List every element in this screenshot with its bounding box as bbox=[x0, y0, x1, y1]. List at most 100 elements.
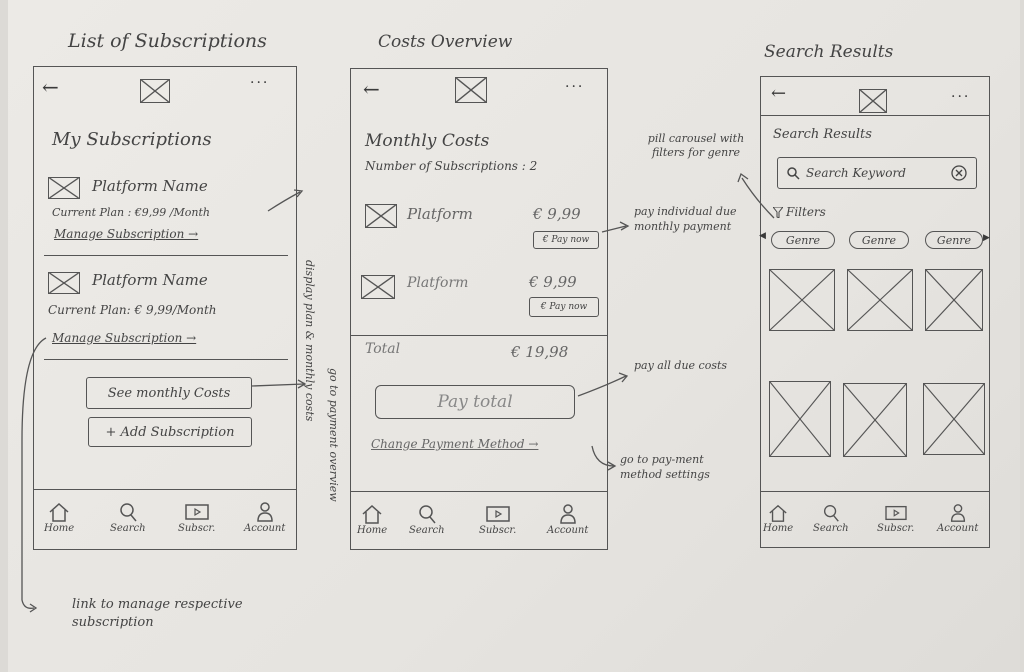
nav-subscriptions[interactable]: Subscr. bbox=[178, 501, 215, 534]
home-icon bbox=[49, 502, 69, 522]
see-monthly-costs-button[interactable]: See monthly Costs bbox=[86, 377, 252, 409]
search-icon bbox=[787, 167, 800, 180]
nav-label: Search bbox=[813, 523, 849, 534]
logo-placeholder-icon bbox=[140, 79, 170, 103]
nav-home[interactable]: Home bbox=[44, 501, 74, 534]
platform-name: Platform bbox=[407, 275, 469, 291]
platform-name: Platform Name bbox=[92, 271, 208, 289]
nav-label: Account bbox=[547, 525, 589, 536]
more-menu-icon[interactable]: ··· bbox=[951, 89, 971, 105]
result-thumbnail[interactable] bbox=[769, 381, 831, 457]
filters-text: Filters bbox=[786, 205, 826, 219]
search-icon bbox=[120, 503, 137, 522]
subscription-count: Number of Subscriptions : 2 bbox=[365, 159, 538, 173]
play-icon bbox=[184, 504, 209, 520]
pay-now-button[interactable]: € Pay now bbox=[533, 231, 599, 249]
nav-search[interactable]: Search bbox=[110, 501, 146, 534]
divider bbox=[351, 335, 607, 336]
more-menu-icon[interactable]: ··· bbox=[565, 79, 585, 95]
filters-label[interactable]: Filters bbox=[773, 205, 826, 219]
annotation-link-manage: link to manage respective subscription bbox=[72, 597, 243, 630]
nav-home[interactable]: Home bbox=[357, 503, 387, 536]
result-thumbnail[interactable] bbox=[769, 269, 835, 331]
result-thumbnail[interactable] bbox=[847, 269, 913, 331]
play-icon bbox=[884, 505, 907, 521]
divider bbox=[44, 255, 288, 256]
phone-frame-search: ← ··· Search Results Search Keyword Filt… bbox=[759, 76, 990, 548]
platform-image-icon bbox=[361, 275, 395, 299]
manage-subscription-link[interactable]: Manage Subscription → bbox=[52, 331, 197, 345]
search-icon bbox=[419, 505, 436, 524]
pay-total-button[interactable]: Pay total bbox=[375, 385, 575, 419]
nav-subscriptions[interactable]: Subscr. bbox=[877, 503, 914, 534]
nav-account[interactable]: Account bbox=[244, 501, 285, 534]
search-icon bbox=[823, 505, 839, 522]
platform-name: Platform Name bbox=[92, 177, 208, 195]
carousel-right-icon[interactable]: ▶ bbox=[983, 233, 990, 243]
platform-image-icon bbox=[48, 272, 80, 294]
clear-icon[interactable] bbox=[950, 164, 968, 182]
page-title: Search Results bbox=[773, 127, 872, 142]
search-input[interactable]: Search Keyword bbox=[777, 157, 977, 189]
genre-pill[interactable]: Genre bbox=[771, 231, 835, 249]
home-icon bbox=[769, 504, 787, 522]
screen-heading-list: List of Subscriptions bbox=[68, 30, 267, 52]
total-value: € 19,98 bbox=[511, 343, 569, 361]
result-thumbnail[interactable] bbox=[923, 383, 985, 455]
manage-subscription-link[interactable]: Manage Subscription → bbox=[54, 227, 199, 241]
carousel-left-icon[interactable]: ◀ bbox=[759, 231, 766, 241]
nav-label: Account bbox=[244, 523, 286, 534]
annotation-pay-all: pay all due costs bbox=[634, 359, 728, 372]
phone-frame-list: ← ··· My Subscriptions Platform Name Cur… bbox=[33, 66, 297, 550]
pay-now-button[interactable]: € Pay now bbox=[529, 297, 599, 317]
page-title: Monthly Costs bbox=[365, 131, 490, 151]
bottom-nav-divider bbox=[34, 489, 296, 490]
nav-search[interactable]: Search bbox=[409, 503, 445, 536]
add-subscription-button[interactable]: + Add Subscription bbox=[88, 417, 252, 447]
back-arrow-icon[interactable]: ← bbox=[42, 75, 59, 99]
nav-search[interactable]: Search bbox=[813, 503, 849, 534]
logo-placeholder-icon bbox=[455, 77, 487, 103]
nav-label: Search bbox=[110, 523, 146, 534]
bottom-nav-divider bbox=[761, 491, 989, 492]
platform-name: Platform bbox=[407, 205, 473, 223]
nav-label: Account bbox=[937, 523, 979, 534]
back-arrow-icon[interactable]: ← bbox=[363, 77, 380, 101]
annotation-pay-individual: pay individual due monthly payment bbox=[634, 205, 737, 233]
back-arrow-icon[interactable]: ← bbox=[771, 83, 787, 104]
annotation-pill-carousel: pill carousel with filters for genre bbox=[647, 132, 745, 159]
header-divider bbox=[761, 115, 989, 116]
total-label: Total bbox=[365, 341, 401, 357]
genre-pill[interactable]: Genre bbox=[925, 231, 983, 249]
nav-label: Subscr. bbox=[178, 523, 216, 534]
change-payment-method-link[interactable]: Change Payment Method → bbox=[371, 437, 539, 451]
filter-icon bbox=[773, 206, 783, 218]
home-icon bbox=[362, 504, 382, 524]
account-icon bbox=[559, 504, 576, 524]
phone-frame-costs: ← ··· Monthly Costs Number of Subscripti… bbox=[350, 68, 608, 550]
screen-heading-search: Search Results bbox=[764, 42, 894, 62]
nav-subscriptions[interactable]: Subscr. bbox=[479, 503, 516, 536]
platform-image-icon bbox=[48, 177, 80, 199]
platform-price: € 9,99 bbox=[529, 273, 577, 291]
play-icon bbox=[485, 506, 510, 522]
genre-pill[interactable]: Genre bbox=[849, 231, 909, 249]
nav-account[interactable]: Account bbox=[937, 503, 978, 534]
annotation-go-method: go to pay-ment method settings bbox=[620, 453, 710, 481]
nav-account[interactable]: Account bbox=[547, 503, 588, 536]
more-menu-icon[interactable]: ··· bbox=[250, 75, 270, 91]
divider bbox=[44, 359, 288, 360]
nav-home[interactable]: Home bbox=[763, 503, 793, 534]
nav-label: Search bbox=[409, 525, 445, 536]
search-input-text: Search Keyword bbox=[806, 166, 906, 180]
nav-label: Subscr. bbox=[877, 523, 915, 534]
account-icon bbox=[256, 502, 273, 522]
result-thumbnail[interactable] bbox=[925, 269, 983, 331]
nav-label: Subscr. bbox=[479, 525, 517, 536]
page-title: My Subscriptions bbox=[52, 129, 212, 150]
screen-heading-costs: Costs Overview bbox=[378, 32, 513, 52]
nav-label: Home bbox=[44, 523, 75, 534]
account-icon bbox=[950, 504, 965, 522]
result-thumbnail[interactable] bbox=[843, 383, 907, 457]
